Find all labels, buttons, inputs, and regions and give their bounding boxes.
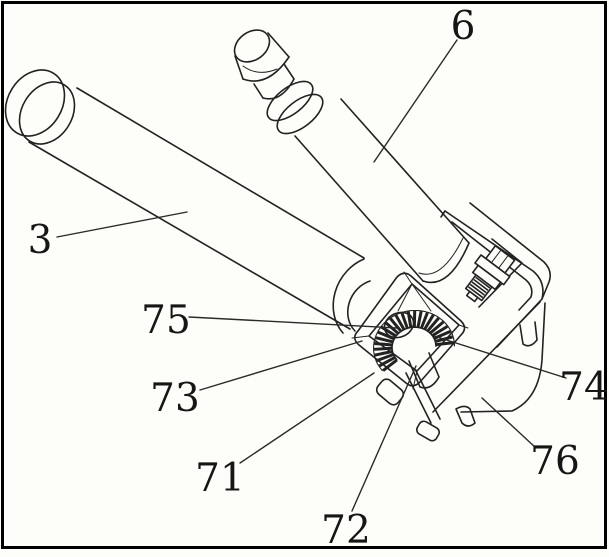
ref-label-71: 71 [195, 456, 245, 501]
corner-chamfer [478, 238, 523, 308]
back-plate-76 [432, 202, 551, 427]
ref-labels: 3 6 71 72 73 74 75 76 [28, 4, 609, 553]
bolt-stack [464, 244, 516, 303]
gear-shaft [408, 352, 440, 389]
ref-label-75: 75 [141, 298, 191, 343]
leader-line-74 [433, 335, 567, 379]
leader-line-76 [481, 397, 537, 449]
leader-line-71 [239, 372, 375, 464]
window-chamfers [351, 271, 469, 390]
barrel-left-edge [294, 135, 424, 282]
leader-line-3 [56, 211, 188, 238]
leader-line-72 [351, 365, 417, 512]
gear-hub-boss [383, 311, 415, 339]
lower-strut [405, 370, 441, 424]
ref-label-76: 76 [530, 439, 580, 484]
foot-tab-left [375, 378, 405, 406]
thread-hatching [467, 276, 491, 299]
leader-line-6 [373, 39, 458, 163]
ref-label-6: 6 [451, 4, 476, 49]
tube-3 [4, 69, 371, 334]
leader-line-75 [188, 316, 398, 329]
barrel-right-edge [340, 98, 470, 244]
leader-line-73 [199, 340, 363, 391]
knob-cap [233, 29, 271, 63]
ref-label-73: 73 [150, 376, 200, 421]
cylinder-6 [233, 29, 470, 284]
ref-label-74: 74 [559, 365, 609, 410]
bevel-gear [373, 309, 455, 389]
pivot-stub [519, 321, 538, 347]
front-plate-73 [351, 271, 469, 424]
leader-lines [56, 39, 567, 512]
bottom-stub [455, 405, 476, 427]
foot-tab-bottom [416, 420, 440, 442]
ref-label-3: 3 [28, 218, 53, 263]
ref-label-72: 72 [321, 508, 371, 553]
collar-ring [266, 80, 314, 122]
bevel-gear-teeth [373, 309, 455, 372]
figure-border [1, 1, 607, 549]
